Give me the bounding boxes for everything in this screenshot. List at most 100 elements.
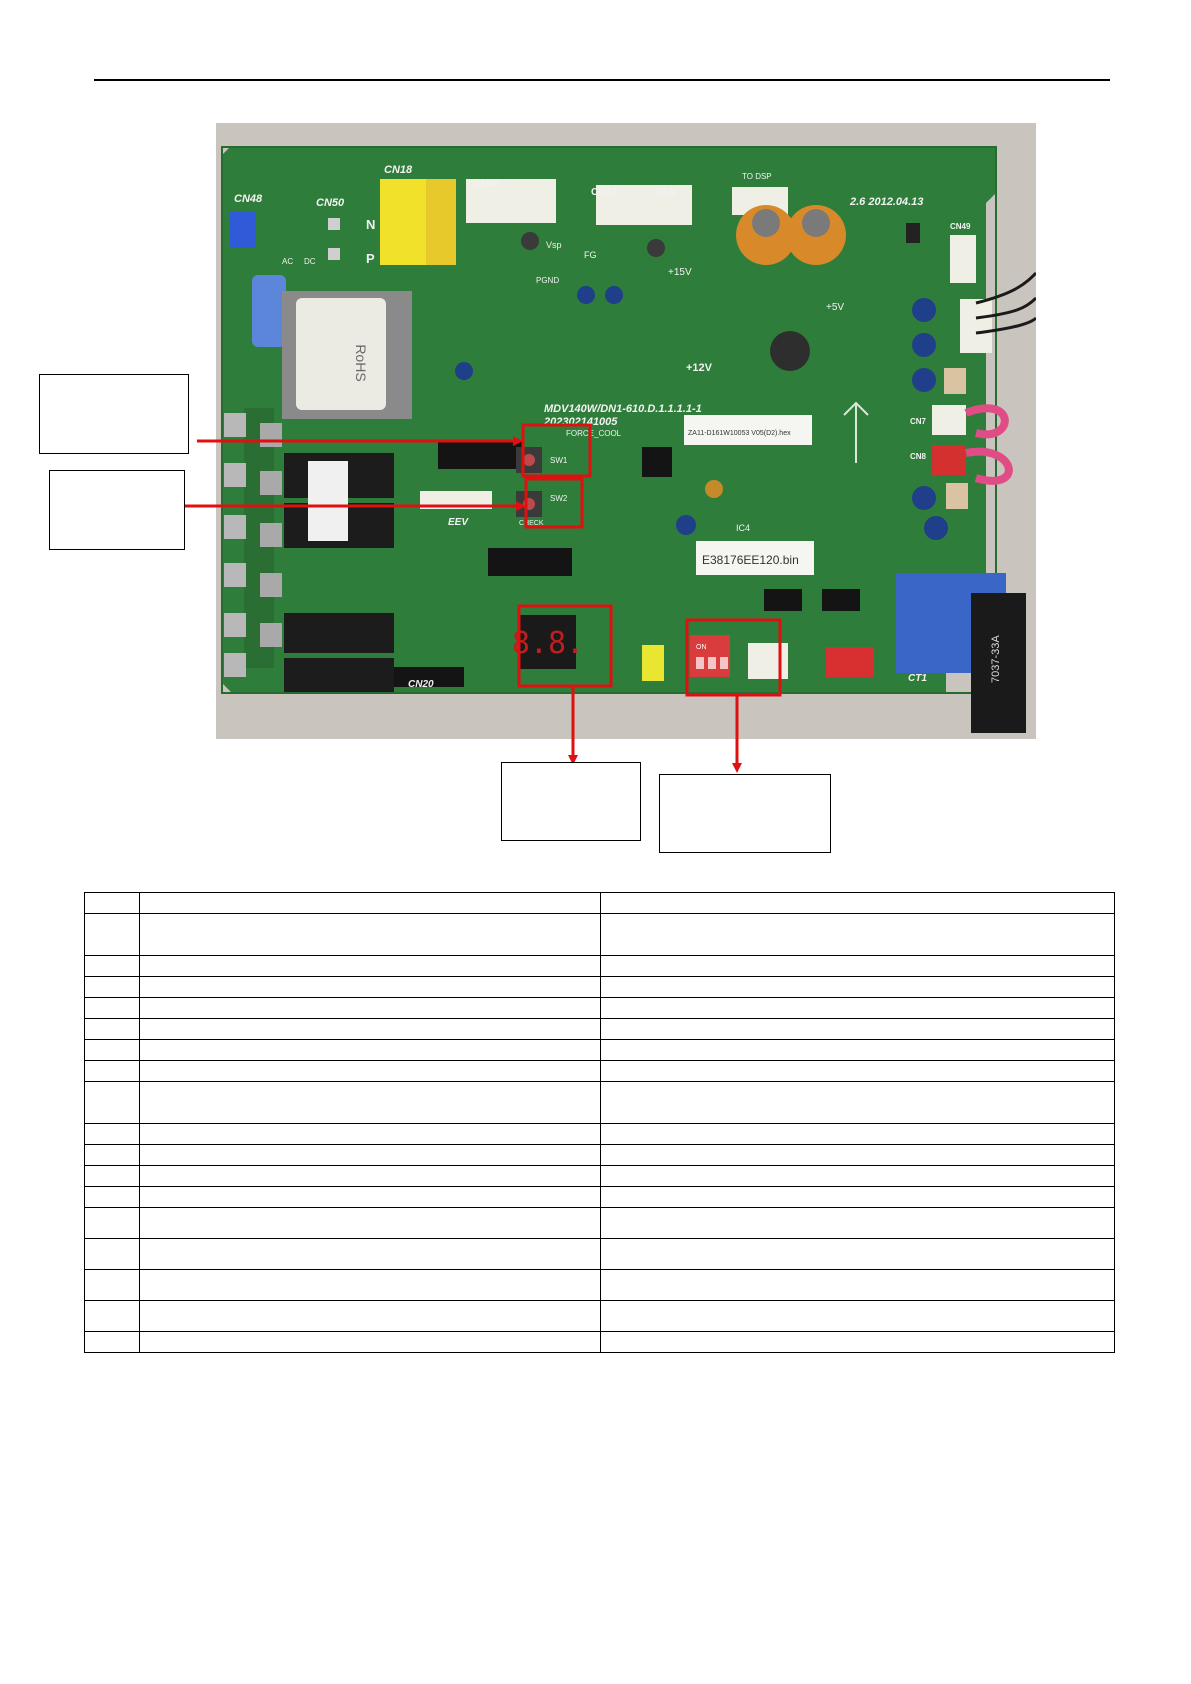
table-cell [139,1186,601,1208]
cn8-connector [932,445,966,475]
fan-up-connector [596,185,692,225]
pcb-photo: CN48 CN50 AC DC CN18 N P RoHS CN40 CN47 … [216,123,1036,739]
bin-sticker-text: E38176EE120.bin [702,553,799,567]
table-cell [600,892,1115,914]
table-cell [84,1207,140,1239]
ic-lower [488,548,572,576]
table-row [84,976,1115,998]
cn7-label: CN7 [910,417,927,426]
table-cell [600,1207,1115,1239]
table-cell [600,955,1115,977]
table-cell [139,1331,601,1353]
cn48-connector [230,211,256,247]
cn18-connector [380,179,426,265]
table-row [84,1039,1115,1061]
hex-sticker-text: ZA11-D161W10053 V05(D2).hex [688,430,791,437]
ct-code-label: 7037-33A [990,635,1002,683]
table-row [84,1060,1115,1082]
table-cell [84,976,140,998]
sw2-label: SW2 [550,494,568,503]
table-row [84,997,1115,1019]
table-cell [84,1123,140,1145]
table-cell [139,955,601,977]
table-cell [139,1081,601,1124]
table-cell [84,913,140,956]
table-cell [84,1269,140,1301]
table-cell [84,1238,140,1270]
table-row [84,1269,1115,1301]
x-capacitor [252,275,286,347]
table-row [84,1238,1115,1270]
table-cell [84,1300,140,1332]
cn49-label: CN49 [950,222,971,231]
relay-3 [284,613,394,653]
header-rule [94,79,1110,81]
table-cell [139,976,601,998]
cn48-label: CN48 [234,193,263,205]
table-cell [84,1018,140,1040]
v12-label: +12V [686,362,713,374]
ic4-label: IC4 [736,523,750,533]
table-cell [600,1300,1115,1332]
pgnd-label: PGND [536,276,559,285]
table-cell [84,1186,140,1208]
table-cell [84,892,140,914]
eev-label: EEV [448,517,469,528]
table-cell [600,1123,1115,1145]
cn7-connector [932,405,966,435]
cn50-label: CN50 [316,197,345,209]
bin-sticker [696,541,814,575]
v5-label: +5V [826,302,844,313]
cn8-label: CN8 [910,452,927,461]
cn20-header [394,667,464,687]
table-cell [84,1165,140,1187]
cap-12v [770,331,810,371]
ic-upper [438,441,522,469]
eev-connector [420,491,492,509]
ct1-label: CT1 [908,673,927,684]
table-cell [139,1165,601,1187]
table-cell [139,913,601,956]
table-row [84,1331,1115,1353]
force-cool-label: FORCE_COOL [566,429,622,438]
table-row [84,1300,1115,1332]
table-cell [139,1300,601,1332]
version-label: 2.6 2012.04.13 [849,196,923,208]
table-row [84,1123,1115,1145]
table-cell [139,892,601,914]
table-cell [139,1269,601,1301]
table-cell [139,1018,601,1040]
fan-label: FAN [656,187,676,198]
table-cell [600,1081,1115,1124]
dc-label: DC [304,257,316,266]
table-cell [84,955,140,977]
table-cell [139,1144,601,1166]
table-cell [84,997,140,1019]
table-cell [139,1039,601,1061]
table-cell [139,997,601,1019]
table-row [84,892,1115,914]
table-cell [600,997,1115,1019]
table-row [84,955,1115,977]
cn20-label: CN20 [408,679,434,690]
board-date-marking: 202302141005 [543,416,618,428]
ac-label: AC [282,257,293,266]
table-cell [84,1144,140,1166]
table-cell [139,1207,601,1239]
to-dsp-label: TO DSP [742,172,772,181]
dip-switch [690,635,730,677]
callout-dip-switch [659,774,831,853]
relay-4 [284,658,394,692]
table-row [84,1018,1115,1040]
table-cell [600,1018,1115,1040]
table-cell [600,1186,1115,1208]
n-label: N [366,217,375,232]
spec-table [84,892,1115,1353]
table-cell [600,1060,1115,1082]
table-cell [139,1238,601,1270]
table-cell [84,1331,140,1353]
table-cell [600,976,1115,998]
hex-sticker [684,415,812,445]
check-label: CHECK [519,520,544,527]
table-cell [600,1144,1115,1166]
